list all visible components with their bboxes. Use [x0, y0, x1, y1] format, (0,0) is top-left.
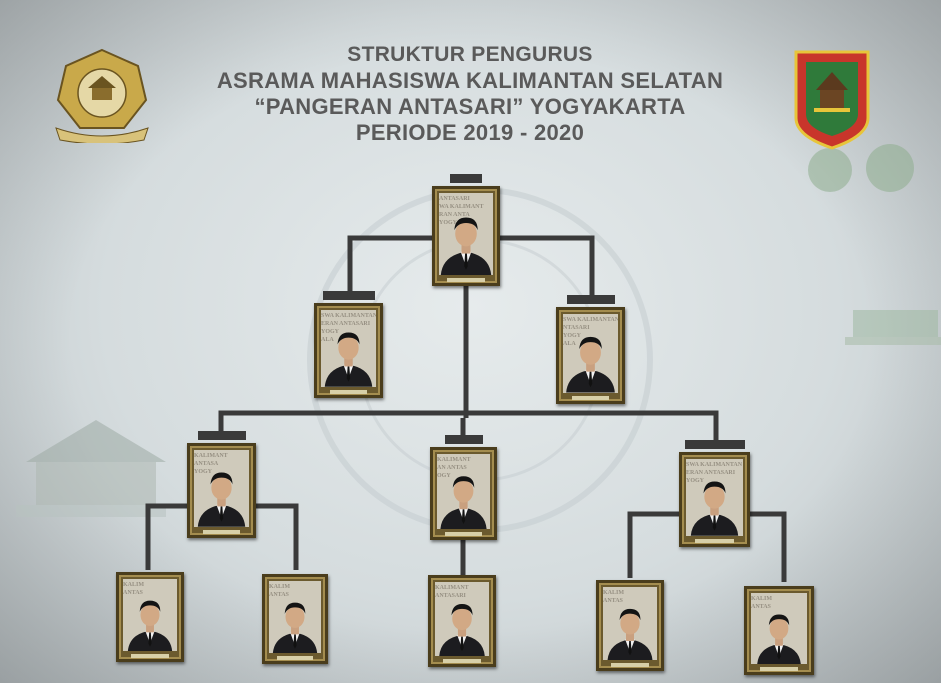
asrama-seal-icon: [55, 48, 149, 143]
position-label-tag: [684, 440, 745, 449]
title-line-1: STRUKTUR PENGURUS: [347, 43, 593, 66]
name-plate: [443, 659, 481, 663]
portrait-photo: KALIM ANTAS: [751, 593, 807, 664]
portrait-photo: KALIM ANTAS: [123, 579, 177, 651]
portrait-photo: KALIMANT ANTASARI: [435, 582, 489, 656]
portrait-frame-p5: KALIMANT AN ANTAS OGY: [430, 447, 497, 540]
portrait-background-text: ANTASARI WA KALIMANT RAN ANTA YOGY: [439, 196, 484, 226]
background-house-illustration-icon: [16, 420, 166, 517]
person-silhouette-icon: [440, 476, 487, 529]
portrait-frame-p6: SWA KALIMANTAN ERAN ANTASARI YOGY: [679, 452, 750, 547]
portrait-background-text: KALIM ANTAS: [269, 584, 290, 598]
portrait-frame-p2: SWA KALIMANTAN ERAN ANTASARI YOGY ALA: [314, 303, 383, 398]
portrait-photo: KALIM ANTAS: [603, 587, 657, 660]
portrait-photo: KALIMANT ANTASA YOGY: [194, 450, 249, 527]
name-plate: [131, 654, 169, 658]
portrait-frame-p3: SWA KALIMANTAN NTASARI YOGY ALA: [556, 307, 625, 404]
portrait-frame-p10: KALIM ANTAS: [596, 580, 664, 671]
person-silhouette-icon: [566, 337, 615, 393]
position-label-tag: [566, 295, 615, 304]
portrait-frame-p4: KALIMANT ANTASA YOGY: [187, 443, 256, 538]
portrait-photo: SWA KALIMANTAN ERAN ANTASARI YOGY ALA: [321, 310, 376, 387]
portrait-background-text: SWA KALIMANTAN NTASARI YOGY ALA: [563, 317, 618, 347]
person-silhouette-icon: [272, 602, 318, 653]
name-plate: [447, 278, 485, 282]
person-silhouette-icon: [324, 332, 373, 387]
title-line-4: PERIODE 2019 - 2020: [355, 120, 585, 145]
portrait-frame-p7: KALIM ANTAS: [116, 572, 184, 662]
name-plate: [277, 656, 313, 660]
portrait-background-text: KALIMANT ANTASARI: [435, 585, 469, 599]
name-plate: [202, 530, 241, 534]
portrait-background-text: KALIM ANTAS: [123, 582, 144, 596]
position-label-tag: [322, 291, 375, 300]
name-plate: [611, 663, 649, 667]
portrait-photo: KALIM ANTAS: [269, 581, 321, 653]
portrait-photo: SWA KALIMANTAN NTASARI YOGY ALA: [563, 314, 618, 393]
background-boat-illustration-icon: [845, 310, 941, 345]
person-silhouette-icon: [757, 614, 801, 664]
portrait-frame-p11: KALIM ANTAS: [744, 586, 814, 675]
title-block: STRUKTUR PENGURUS ASRAMA MAHASISWA KALIM…: [140, 42, 800, 146]
person-silhouette-icon: [439, 603, 485, 656]
background-trees-illustration-icon: [808, 144, 914, 192]
person-silhouette-icon: [690, 481, 739, 536]
title-line-3: “PANGERAN ANTASARI” YOGYAKARTA: [254, 94, 686, 119]
name-plate: [759, 667, 799, 671]
name-plate: [329, 390, 368, 394]
position-label-tag: [450, 174, 482, 183]
name-plate: [695, 539, 734, 543]
portrait-background-text: KALIMANT AN ANTAS OGY: [437, 457, 471, 479]
position-label-tag: [197, 431, 246, 440]
person-silhouette-icon: [440, 217, 492, 275]
person-silhouette-icon: [197, 472, 246, 527]
name-plate: [571, 396, 610, 400]
provincial-emblem-icon: [794, 50, 870, 150]
portrait-frame-p8: KALIM ANTAS: [262, 574, 328, 664]
portrait-background-text: KALIMANT ANTASA YOGY: [194, 453, 228, 475]
portrait-background-text: KALIM ANTAS: [751, 596, 772, 610]
person-silhouette-icon: [607, 608, 653, 660]
position-label-tag: [444, 435, 483, 444]
portrait-background-text: SWA KALIMANTAN ERAN ANTASARI YOGY: [686, 462, 743, 484]
title-line-2: ASRAMA MAHASISWA KALIMANTAN SELATAN: [216, 68, 724, 93]
person-silhouette-icon: [127, 600, 173, 651]
portrait-photo: ANTASARI WA KALIMANT RAN ANTA YOGY: [439, 193, 493, 275]
name-plate: [445, 532, 482, 536]
portrait-frame-p1: ANTASARI WA KALIMANT RAN ANTA YOGY: [432, 186, 500, 286]
portrait-frame-p9: KALIMANT ANTASARI: [428, 575, 496, 667]
portrait-photo: KALIMANT AN ANTAS OGY: [437, 454, 490, 529]
portrait-photo: SWA KALIMANTAN ERAN ANTASARI YOGY: [686, 459, 743, 536]
portrait-background-text: KALIM ANTAS: [603, 590, 624, 604]
portrait-background-text: SWA KALIMANTAN ERAN ANTASARI YOGY ALA: [321, 313, 376, 343]
